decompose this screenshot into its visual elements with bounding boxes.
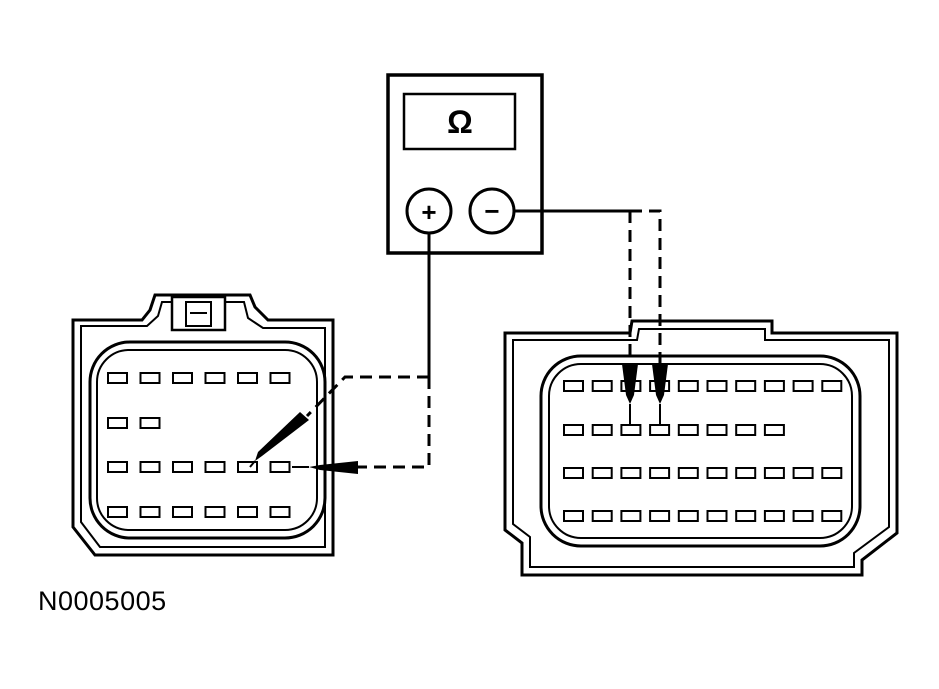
left-probe-horizontal [309, 461, 358, 474]
right-pin-cavity [735, 510, 757, 522]
right-pin-cavity [792, 380, 814, 392]
right-pin-cavity [735, 380, 757, 392]
left-pin-cavity [172, 372, 193, 384]
left-pin-cavity [237, 506, 258, 518]
right-probe-right [652, 364, 668, 404]
meter-display [402, 92, 517, 151]
right-pin-cavity [735, 467, 757, 479]
test-leads [249, 209, 668, 474]
right-connector-pins [563, 380, 843, 522]
left-connector-frame-inner [96, 349, 318, 531]
right-pin-cavity [763, 424, 785, 436]
right-pin-cavity [735, 424, 757, 436]
left-pin-cavity [172, 506, 193, 518]
right-pin-cavity [706, 467, 728, 479]
left-pin-cavity [139, 372, 161, 384]
right-pin-cavity [677, 467, 699, 479]
left-pin-cavity [237, 372, 258, 384]
right-pin-cavity [649, 467, 671, 479]
right-pin-cavity [792, 467, 814, 479]
positive-lead-dashed-upper [305, 375, 429, 418]
left-pin-cavity [172, 461, 193, 473]
left-connector-pins [107, 372, 291, 518]
left-pin-cavity [139, 461, 161, 473]
right-pin-cavity [821, 380, 843, 392]
left-pin-cavity [204, 461, 226, 473]
right-pin-cavity [591, 380, 613, 392]
right-pin-cavity [706, 424, 728, 436]
right-connector-inner-edge [512, 328, 890, 568]
right-pin-cavity [706, 380, 728, 392]
right-pin-cavity [821, 467, 843, 479]
left-pin-cavity [139, 506, 161, 518]
multimeter: Ω + − [386, 73, 544, 255]
left-connector [71, 293, 335, 557]
right-pin-cavity [706, 510, 728, 522]
left-pin-cavity [237, 461, 258, 473]
positive-lead-dashed-lower [358, 377, 431, 469]
right-pin-cavity [763, 467, 785, 479]
left-connector-frame-outer [88, 340, 327, 540]
right-pin-cavity [649, 510, 671, 522]
right-pin-cavity [563, 424, 584, 436]
left-connector-housing [71, 293, 335, 557]
left-pin-cavity [269, 372, 291, 384]
left-pin-cavity [269, 506, 291, 518]
right-pin-cavity [792, 510, 814, 522]
left-pin-cavity [139, 417, 161, 429]
right-probe-left [622, 364, 638, 404]
right-pin-cavity [677, 380, 699, 392]
left-connector-inner-edge [80, 301, 326, 548]
right-pin-cavity [763, 380, 785, 392]
right-pin-cavity [677, 510, 699, 522]
left-pin-cavity [107, 506, 128, 518]
ohm-symbol: Ω [447, 104, 473, 140]
negative-lead-dashed-right [630, 209, 662, 364]
right-pin-cavity [620, 424, 642, 436]
right-pin-cavity [649, 424, 671, 436]
right-pin-cavity [821, 510, 843, 522]
reference-id: N0005005 [38, 586, 167, 616]
right-connector-frame-outer [539, 354, 862, 548]
right-pin-cavity [620, 467, 642, 479]
left-pin-cavity [107, 372, 128, 384]
negative-terminal-label: − [484, 196, 499, 226]
right-pin-cavity [563, 380, 584, 392]
left-pin-cavity [107, 461, 128, 473]
left-pin-cavity [204, 372, 226, 384]
left-probe-diagonal [255, 412, 309, 461]
right-pin-cavity [591, 424, 613, 436]
right-pin-cavity [591, 467, 613, 479]
right-pin-cavity [620, 510, 642, 522]
right-pin-cavity [763, 510, 785, 522]
positive-terminal-label: + [421, 197, 436, 227]
right-connector [503, 319, 899, 577]
left-pin-cavity [107, 417, 128, 429]
right-pin-cavity [591, 510, 613, 522]
right-connector-frame-inner [548, 363, 853, 539]
right-pin-cavity [563, 510, 584, 522]
left-pin-cavity [269, 461, 291, 473]
right-pin-cavity [563, 467, 584, 479]
left-pin-cavity [204, 506, 226, 518]
right-pin-cavity [677, 424, 699, 436]
left-probe-diagonal-tip [249, 460, 256, 468]
